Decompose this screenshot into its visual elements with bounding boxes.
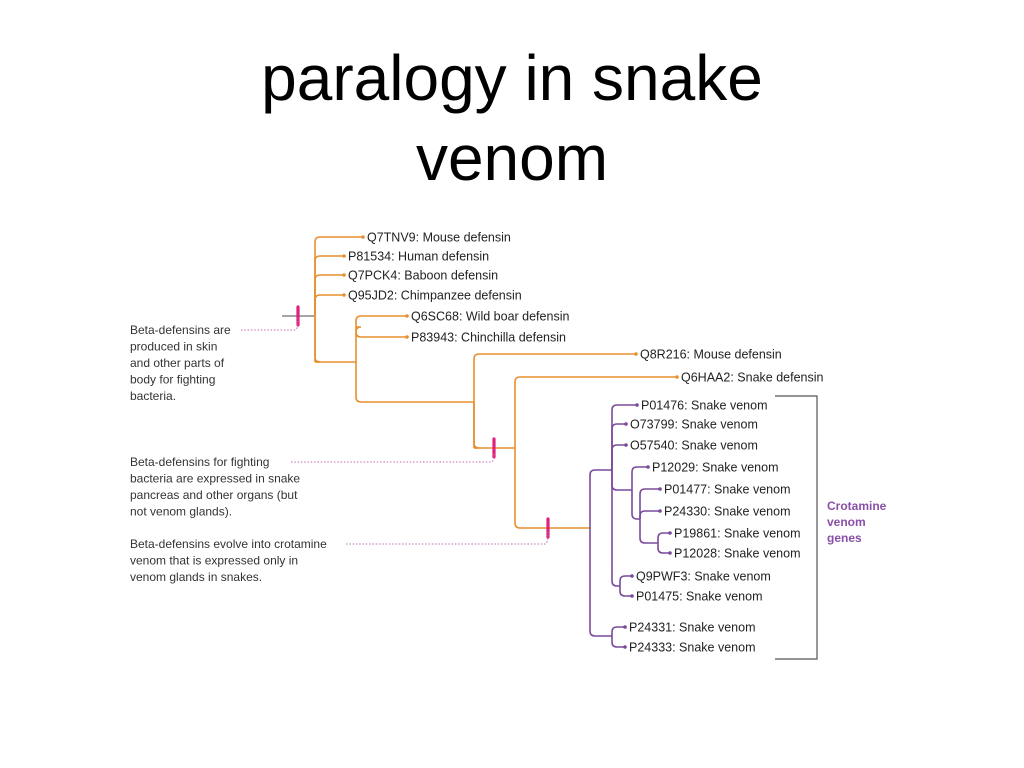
annotation-line: and other parts of: [130, 356, 225, 370]
annotation-line: produced in skin: [130, 340, 217, 354]
venom-branch: [631, 466, 648, 490]
leaf-label-p24333: P24333: Snake venom: [629, 641, 755, 655]
annotation-leader-skin: [241, 317, 299, 331]
bracket-label-line: venom: [827, 515, 866, 529]
annotation-leader-pancreas: [291, 451, 495, 463]
venom-branch: [639, 488, 660, 519]
leaf-tip: [624, 443, 628, 447]
leaf-tip: [635, 403, 639, 407]
leaf-label-p83943: P83943: Chinchilla defensin: [411, 331, 566, 345]
leaf-tip: [342, 254, 346, 258]
leaf-tip: [675, 375, 679, 379]
venom-branch: [611, 404, 637, 470]
venom-branch: [611, 470, 632, 491]
venom-branch: [611, 444, 626, 470]
leaf-label-p12028: P12028: Snake venom: [674, 547, 800, 561]
branch: [355, 362, 474, 403]
leaf-label-q6sc68: Q6SC68: Wild boar defensin: [411, 310, 569, 324]
venom-branch: [611, 470, 620, 587]
leaf-tip: [668, 531, 672, 535]
venom-branch: [611, 636, 625, 648]
annotation-line: body for fighting: [130, 373, 215, 387]
leaf-label-p19861: P19861: Snake venom: [674, 527, 800, 541]
leaf-label-p12029: P12029: Snake venom: [652, 461, 778, 475]
branch: [314, 294, 344, 316]
slide-title: paralogy in snake venom: [0, 38, 1024, 198]
leaf-tip: [630, 574, 634, 578]
bracket-label: Crotamine venom genes: [827, 499, 887, 545]
leaf-tip: [668, 551, 672, 555]
branch: [314, 274, 344, 316]
venom-branch: [611, 423, 626, 470]
leaf-tip: [658, 509, 662, 513]
crotamine-bracket: Crotamine venom genes: [775, 395, 887, 660]
annotation-line: bacteria are expressed in snake: [130, 472, 300, 486]
leaf-tip: [630, 594, 634, 598]
leaf-tip: [634, 352, 638, 356]
branch: [514, 448, 590, 529]
annotation-line: venom that is expressed only in: [130, 554, 298, 568]
branch: [514, 376, 677, 448]
leaf-label-q6haa2: Q6HAA2: Snake defensin: [681, 371, 823, 385]
leaf-label-q8r216: Q8R216: Mouse defensin: [640, 348, 782, 362]
bracket-label-line: genes: [827, 531, 862, 545]
bracket-line: [775, 395, 818, 660]
annotation-line: not venom glands).: [130, 505, 232, 519]
venom-branch: [619, 586, 632, 597]
annotation-line: Beta-defensins for fighting: [130, 455, 269, 469]
leaf-label-p24330: P24330: Snake venom: [664, 505, 790, 519]
branch: [355, 315, 407, 327]
venom-branch: [589, 469, 612, 528]
leaf-tip: [624, 422, 628, 426]
leaf-tip: [405, 335, 409, 339]
venom-branch: [639, 510, 660, 519]
branch: [355, 327, 407, 338]
tree-branches: [282, 235, 679, 649]
venom-branch: [657, 543, 670, 554]
leaf-tip: [623, 625, 627, 629]
annotation-skin: Beta-defensins are produced in skin and ot…: [130, 323, 231, 403]
annotation-line: Beta-defensins evolve into crotamine: [130, 537, 327, 551]
venom-branch: [639, 519, 658, 544]
annotation-line: bacteria.: [130, 389, 176, 403]
leaf-label-p24331: P24331: Snake venom: [629, 621, 755, 635]
venom-branch: [589, 528, 612, 637]
annotation-line: Beta-defensins are: [130, 323, 231, 337]
title-line-2: venom: [415, 122, 609, 194]
leaf-label-q7pck4: Q7PCK4: Baboon defensin: [348, 269, 498, 283]
leaf-tip: [658, 487, 662, 491]
annotations: Beta-defensins are produced in skin and ot…: [130, 317, 549, 584]
title-line-1: paralogy in snake: [261, 42, 763, 114]
venom-branch: [657, 532, 670, 543]
leaf-tip: [342, 273, 346, 277]
leaf-label-q95jd2: Q95JD2: Chimpanzee defensin: [348, 289, 522, 303]
branch: [314, 255, 344, 316]
leaf-tip: [361, 235, 365, 239]
annotation-line: pancreas and other organs (but: [130, 488, 298, 502]
leaf-tip: [646, 465, 650, 469]
leaf-tip: [405, 314, 409, 318]
venom-branch: [611, 626, 625, 636]
leaf-label-q9pwf3: Q9PWF3: Snake venom: [636, 570, 771, 584]
annotation-line: venom glands in snakes.: [130, 570, 262, 584]
venom-branch: [619, 575, 632, 586]
branch: [314, 236, 363, 316]
leaf-label-p01475: P01475: Snake venom: [636, 590, 762, 604]
leaf-tip: [342, 293, 346, 297]
leaf-label-q7tnv9: Q7TNV9: Mouse defensin: [367, 231, 511, 245]
leaf-label-p01476: P01476: Snake venom: [641, 399, 767, 413]
annotation-pancreas: Beta-defensins for fighting bacteria are …: [130, 455, 300, 519]
annotation-leader-crotamine: [346, 531, 549, 545]
leaf-label-o73799: O73799: Snake venom: [630, 418, 758, 432]
branch: [473, 353, 636, 448]
leaf-label-p81534: P81534: Human defensin: [348, 250, 489, 264]
leaf-tip: [623, 645, 627, 649]
bracket-label-line: Crotamine: [827, 499, 887, 513]
leaf-label-o57540: O57540: Snake venom: [630, 439, 758, 453]
annotation-crotamine: Beta-defensins evolve into crotamine veno…: [130, 537, 327, 584]
leaf-label-p01477: P01477: Snake venom: [664, 483, 790, 497]
venom-branch: [631, 490, 640, 520]
